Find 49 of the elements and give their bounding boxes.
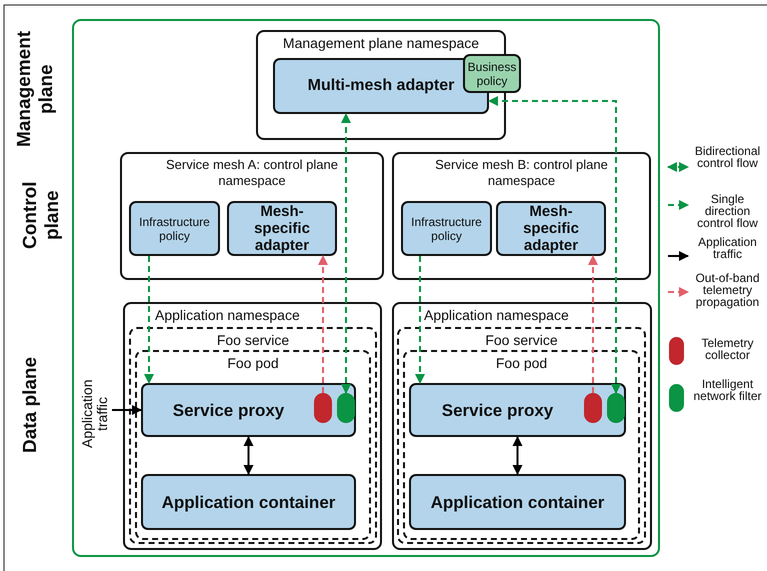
group-title: Foo service — [216, 332, 290, 348]
group-title: Foo service — [484, 332, 559, 348]
proxy-box: Service proxy — [409, 383, 626, 437]
service-boundary — [129, 327, 377, 544]
adapter-box: Mesh-specific adapter — [227, 201, 337, 256]
filter-capsule — [607, 393, 625, 423]
group-title: Service mesh A: control plane namespace — [165, 157, 339, 189]
namespace-box — [123, 302, 382, 550]
pod-boundary — [135, 350, 371, 540]
namespace-box — [392, 302, 652, 550]
collector-capsule — [584, 393, 602, 423]
collector-capsule — [314, 393, 332, 423]
service-boundary — [397, 327, 646, 544]
arrow — [512, 436, 522, 475]
container-box: Application container — [141, 474, 356, 530]
legend-text: Single direction control flow — [696, 193, 759, 229]
namespace-box — [120, 152, 384, 280]
namespace-box — [392, 152, 651, 280]
filter-capsule — [337, 393, 355, 423]
group-title: Management plane namespace — [282, 35, 480, 51]
legend-text: Telemetry collector — [700, 337, 754, 361]
group-title: Foo pod — [226, 355, 280, 371]
arrow — [341, 113, 351, 394]
container-box: Application container — [409, 474, 626, 530]
arrow — [488, 96, 621, 394]
plane-label: Control plane — [20, 180, 64, 251]
arrow — [244, 436, 254, 475]
pod-boundary — [403, 350, 640, 540]
legend-text: Application traffic — [697, 236, 758, 260]
policy-box: Infrastructure policy — [401, 201, 492, 256]
group-title: Application namespace — [424, 307, 569, 323]
plane-label: Management plane — [14, 30, 58, 148]
group-title: Foo pod — [494, 355, 548, 371]
proxy-box: Service proxy — [141, 383, 356, 437]
group-title: Application namespace — [155, 307, 300, 323]
legend-text: Out-of-band telemetry propagation — [694, 272, 761, 308]
group-title: Service mesh B: control plane namespace — [434, 157, 609, 189]
policy-box: Business policy — [463, 54, 521, 93]
policy-box: Infrastructure policy — [129, 201, 220, 256]
arrow — [112, 405, 142, 415]
arrow — [144, 256, 154, 384]
legend-text: Intelligent network filter — [692, 378, 763, 402]
plane-label: Data plane — [20, 356, 42, 455]
arrow — [318, 255, 328, 393]
traffic-label: Application traffic — [80, 368, 112, 460]
legend-text: Bidirectional control flow — [694, 145, 762, 169]
adapter-box: Mesh-specific adapter — [496, 201, 606, 256]
arrow — [588, 255, 598, 393]
arrow — [415, 256, 425, 384]
